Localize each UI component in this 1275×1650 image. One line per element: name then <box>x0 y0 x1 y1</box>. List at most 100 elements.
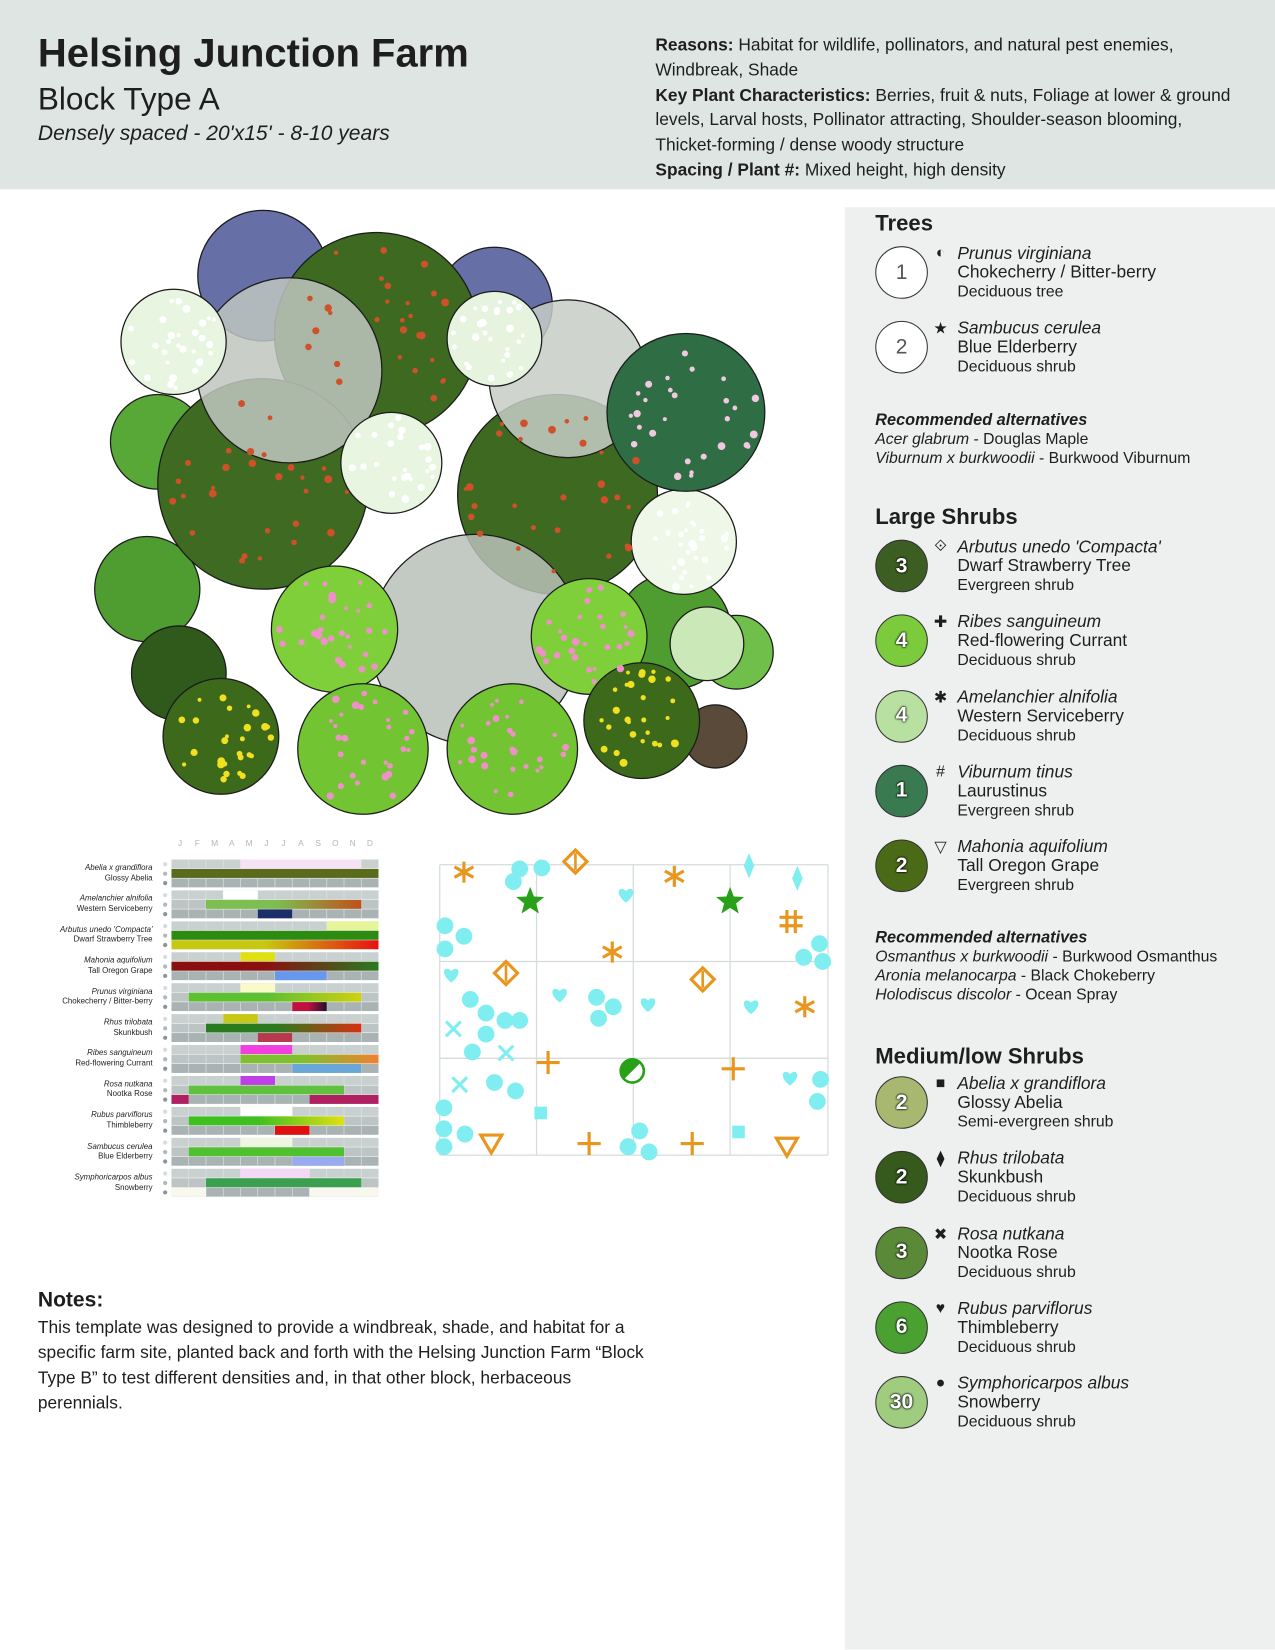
canopy-speckle <box>344 490 349 494</box>
canopy-speckle <box>571 653 579 661</box>
plus-marker <box>536 1050 560 1075</box>
latin-name: Rosa nutkana <box>957 1224 1065 1244</box>
canopy-speckle <box>723 545 730 551</box>
map-symbol-icon: ✱ <box>933 688 948 707</box>
fruit-period-bar <box>309 1094 379 1104</box>
common-name: Red-flowering Currant <box>75 1058 153 1068</box>
circle-marker <box>507 1082 524 1100</box>
canopy-speckle <box>476 530 484 537</box>
latin-name: Prunus virginiana <box>957 244 1092 263</box>
canopy-speckle <box>328 310 333 316</box>
plant-count: 1 <box>895 778 908 803</box>
latin-name: Mahonia aquifolium <box>957 837 1108 857</box>
common-name: Red-flowering Currant <box>957 631 1128 651</box>
canopy-speckle <box>633 410 641 418</box>
canopy-speckle <box>351 701 360 710</box>
canopy-speckle <box>195 358 204 366</box>
plant-canopy <box>530 577 648 695</box>
fruit-period-bar <box>257 909 293 919</box>
canopy-speckle <box>657 742 663 748</box>
canopy-speckle <box>627 680 635 689</box>
plant-swatch-icon: 2 <box>875 1151 928 1204</box>
flower-period-bar <box>240 1106 293 1116</box>
heart-marker <box>743 1000 759 1015</box>
canopy-speckle <box>265 724 271 730</box>
plant-count: 3 <box>895 553 908 578</box>
circle-marker <box>604 998 622 1016</box>
circle-marker <box>463 1043 481 1061</box>
phenology-plant-label: Arbutus unedo 'Compacta'Dwarf Strawberry… <box>0 924 152 944</box>
canopy-speckle <box>691 522 697 527</box>
flower-row-icon <box>163 862 168 867</box>
canopy-speckle <box>600 623 606 630</box>
circle-marker <box>435 1138 453 1156</box>
diamond-marker <box>688 965 717 994</box>
plant-swatch-icon: 6 <box>875 1301 928 1354</box>
month-label: A <box>229 838 235 848</box>
month-label: A <box>298 838 304 848</box>
canopy-speckle <box>237 770 243 776</box>
canopy-speckle <box>560 751 567 758</box>
canopy-speckle <box>264 528 271 534</box>
canopy-speckle <box>700 453 707 460</box>
canopy-speckle <box>458 760 463 765</box>
legend-item: 3 ⟐ Arbutus unedo 'Compacta' Dwarf Straw… <box>875 538 1264 601</box>
canopy-speckle <box>488 336 493 342</box>
canopy-speckle <box>689 470 694 475</box>
canopy-speckle <box>512 503 518 509</box>
fruit-row-icon <box>163 1159 168 1164</box>
common-name: Snowberry <box>114 1181 153 1192</box>
canopy-speckle <box>599 450 604 455</box>
fruit-row-icon <box>163 881 168 886</box>
month-label: F <box>195 838 200 848</box>
canopy-speckle <box>176 343 181 348</box>
plant-canopy <box>120 288 227 396</box>
canopy-speckle <box>616 664 625 673</box>
canopy-speckle <box>338 630 345 637</box>
legend-item: 1 ◐ Prunus virginiana Chokecherry / Bitt… <box>875 244 1264 307</box>
canopy-speckle <box>507 791 514 798</box>
canopy-speckle <box>387 763 393 769</box>
canopy-speckle <box>208 489 217 498</box>
circle-marker <box>795 948 813 966</box>
circle-marker <box>496 1012 514 1029</box>
canopy-speckle <box>635 391 641 396</box>
canopy-speckle <box>530 524 537 531</box>
circle-marker <box>588 988 605 1006</box>
canopy-speckle <box>520 419 528 428</box>
canopy-speckle <box>386 717 391 723</box>
canopy-speckle <box>626 719 631 725</box>
canopy-speckle <box>303 581 309 586</box>
canopy-speckle <box>189 530 196 536</box>
legend-item: 2 ⧫ Rhus trilobata Skunkbush Deciduous s… <box>875 1149 1264 1212</box>
canopy-speckle <box>246 704 251 709</box>
canopy-speckle <box>584 597 591 605</box>
plus-marker <box>577 1131 601 1156</box>
canopy-speckle <box>199 319 207 327</box>
fruit-row-icon <box>163 1097 168 1102</box>
star-marker <box>516 886 545 914</box>
latin-name: Rubus parviflorus <box>957 1299 1093 1319</box>
canopy-speckle <box>396 417 401 422</box>
leaf-row-icon <box>163 964 168 969</box>
canopy-speckle <box>689 366 695 372</box>
canopy-speckle <box>322 581 328 587</box>
canopy-speckle <box>405 300 410 306</box>
canopy-speckle <box>681 350 688 357</box>
plant-type: Deciduous shrub <box>957 1413 1076 1431</box>
canopy-speckle <box>684 458 691 465</box>
leaf-row-icon <box>163 995 168 1000</box>
flower-row-icon <box>163 954 168 960</box>
canopy-speckle <box>428 463 436 471</box>
canopy-speckle <box>298 639 305 646</box>
canopy-speckle <box>706 575 712 581</box>
fruit-period-bar <box>257 1033 293 1043</box>
common-name: Nootka Rose <box>106 1089 153 1099</box>
key-label: Key Plant Characteristics: <box>655 85 871 105</box>
canopy-speckle <box>366 602 373 609</box>
latin-name: Symphoricarpos albus <box>957 1374 1130 1394</box>
